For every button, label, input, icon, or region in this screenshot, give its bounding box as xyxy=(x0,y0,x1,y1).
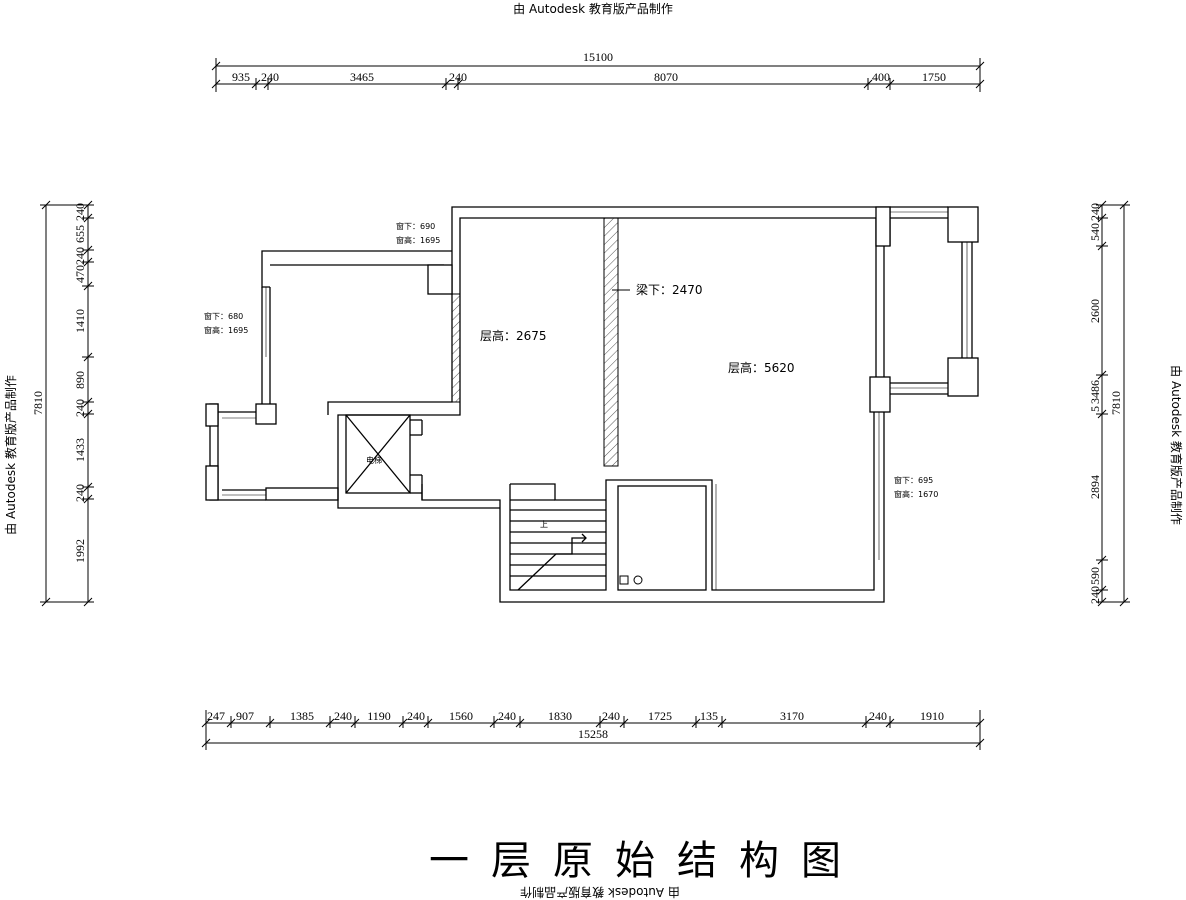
bottom-dim-6: 240 xyxy=(407,709,425,723)
drawing-title: 一层原始结构图 xyxy=(429,838,863,884)
right-dim-2: 540 xyxy=(1088,223,1102,241)
right-dim-7: 590 xyxy=(1088,567,1102,585)
window2-sill: 窗下：680 xyxy=(204,311,243,321)
bottom-dim-3: 1385 xyxy=(290,709,314,723)
bottom-dim-13: 3170 xyxy=(780,709,804,723)
beam-label: 梁下：2470 xyxy=(636,282,703,297)
columns xyxy=(205,206,979,501)
bottom-dim-5: 1190 xyxy=(367,709,391,723)
right-dim-4: 3486 xyxy=(1088,380,1102,404)
bottom-dim-7: 1560 xyxy=(449,709,473,723)
left-dim-3: 240 xyxy=(73,247,87,265)
window2-head: 窗高：1695 xyxy=(204,325,248,335)
hatched-walls xyxy=(451,217,619,467)
bottom-dim-15: 1910 xyxy=(920,709,944,723)
bottom-dim-9: 1830 xyxy=(548,709,572,723)
left-dim-10: 1992 xyxy=(73,539,87,563)
bottom-dim-4: 240 xyxy=(334,709,352,723)
walls xyxy=(209,206,973,603)
left-dim-4: 470 xyxy=(73,265,87,283)
bottom-dimension-chain xyxy=(201,710,985,750)
window1-sill: 窗下：690 xyxy=(396,221,435,231)
elevator-label: 电梯 xyxy=(366,455,382,465)
right-dim-8: 240 xyxy=(1088,586,1102,604)
top-dim-2: 240 xyxy=(261,70,279,84)
bottom-dim-10: 240 xyxy=(602,709,620,723)
left-dim-6: 890 xyxy=(73,371,87,389)
window1-head: 窗高：1695 xyxy=(396,235,440,245)
top-dim-5: 8070 xyxy=(654,70,678,84)
bottom-dim-2: 907 xyxy=(236,709,254,723)
left-dim-5: 1410 xyxy=(73,309,87,333)
right-dimension-chain xyxy=(1096,200,1130,607)
top-dimension-chain xyxy=(211,58,985,92)
bottom-dim-total: 15258 xyxy=(578,727,608,741)
floor-drain-icon xyxy=(633,575,643,585)
ceiling-height-left: 层高：2675 xyxy=(480,328,547,343)
left-dim-7: 240 xyxy=(73,399,87,417)
watermark-left: 由 Autodesk 教育版产品制作 xyxy=(3,375,18,535)
bottom-dim-12: 135 xyxy=(700,709,718,723)
top-dim-4: 240 xyxy=(449,70,467,84)
right-dim-6: 2894 xyxy=(1088,475,1102,499)
window3-head: 窗高：1670 xyxy=(894,489,938,499)
watermark-top: 由 Autodesk 教育版产品制作 xyxy=(513,1,673,16)
right-dim-5: 5 xyxy=(1088,406,1102,412)
right-dim-total: 7810 xyxy=(1109,391,1123,415)
bottom-dim-14: 240 xyxy=(869,709,887,723)
top-dim-3: 3465 xyxy=(350,70,374,84)
right-dim-3: 2600 xyxy=(1088,299,1102,323)
left-dim-total: 7810 xyxy=(31,391,45,415)
window3-sill: 窗下：695 xyxy=(894,475,933,485)
bottom-dim-1: 247 xyxy=(207,709,225,723)
watermark-right: 由 Autodesk 教育版产品制作 xyxy=(1169,365,1184,525)
left-dim-2: 655 xyxy=(73,225,87,243)
top-dim-total: 15100 xyxy=(583,50,613,64)
top-dim-6: 400 xyxy=(872,70,890,84)
left-dim-1: 240 xyxy=(73,203,87,221)
left-dim-8: 1433 xyxy=(73,438,87,462)
bottom-dim-8: 240 xyxy=(498,709,516,723)
bottom-dim-11: 1725 xyxy=(648,709,672,723)
left-dim-9: 240 xyxy=(73,484,87,502)
ceiling-height-right: 层高：5620 xyxy=(728,360,795,375)
left-dimension-chain xyxy=(40,200,94,607)
stair-up-label: 上 xyxy=(540,520,548,529)
top-dim-7: 1750 xyxy=(922,70,946,84)
top-dim-1: 935 xyxy=(232,70,250,84)
watermark-bottom: 由 Autodesk 教育版产品制作 xyxy=(520,885,680,900)
right-dim-1: 240 xyxy=(1088,203,1102,221)
